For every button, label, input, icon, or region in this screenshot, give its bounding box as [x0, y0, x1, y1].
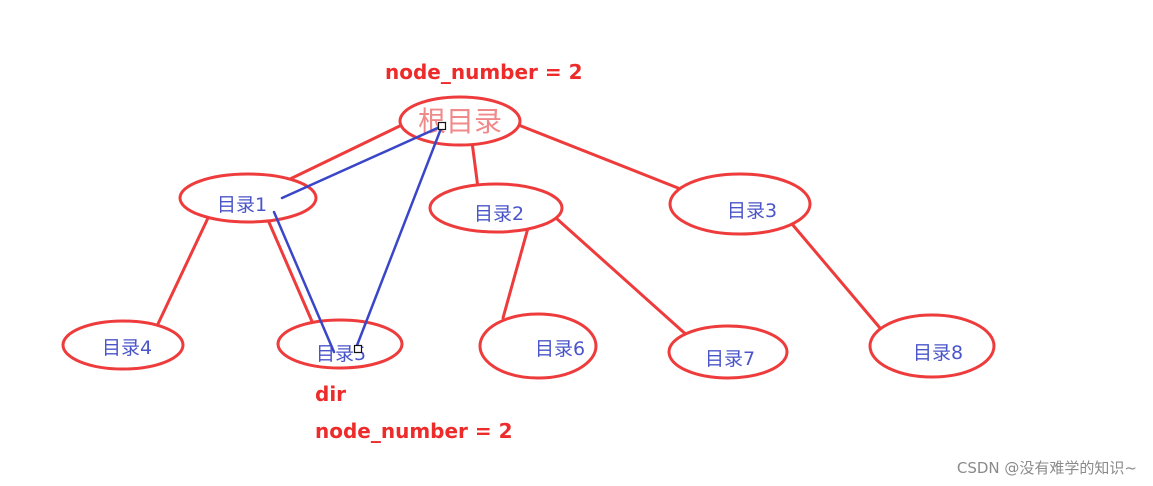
trace-dir1-to-root: [280, 124, 444, 200]
node-dir7-ellipse: [667, 324, 789, 380]
edge-root-dir1: [286, 120, 410, 182]
edge-dir3-dir8: [790, 222, 882, 330]
node-dir3-label: 目录3: [727, 200, 777, 222]
edge-dir2-dir6: [501, 226, 530, 320]
node-dir5: 目录5: [276, 318, 404, 370]
node-root-label: 根目录: [418, 105, 502, 138]
node-dir3: 目录3: [668, 172, 812, 236]
node-dir1-ellipse: [178, 172, 318, 224]
node-dir4: 目录4: [61, 319, 185, 371]
trace-dir1-to-dir5: [272, 210, 336, 354]
node-dir2-ellipse: [428, 182, 564, 234]
edge-root-dir2: [470, 140, 480, 190]
node-dir2: 目录2: [428, 182, 564, 234]
node-dir2-label: 目录2: [474, 203, 524, 225]
dir5-node-number-annotation: node_number = 2: [315, 419, 513, 443]
node-dir6-ellipse: [478, 312, 598, 380]
node-dir8: 目录8: [868, 313, 996, 379]
edge-dir1-dir4: [155, 216, 210, 328]
node-dir3-ellipse: [668, 172, 812, 236]
node-dir5-ellipse: [276, 318, 404, 370]
node-root: 根目录: [398, 95, 522, 147]
node-dir6-label: 目录6: [535, 338, 585, 360]
node-dir1: 目录1: [178, 172, 318, 224]
edge-dir1-dir5: [266, 218, 316, 328]
trace-handle-dir5: [353, 344, 363, 354]
root-node-number-annotation: node_number = 2: [385, 60, 583, 84]
node-dir4-label: 目录4: [102, 337, 152, 359]
node-dir5-label: 目录5: [316, 343, 366, 365]
node-dir7-label: 目录7: [705, 348, 755, 370]
node-dir1-label: 目录1: [217, 194, 267, 216]
traversal-trace: [272, 121, 447, 354]
csdn-watermark: CSDN @没有难学的知识~: [957, 459, 1137, 477]
node-dir8-label: 目录8: [913, 342, 963, 364]
node-dir6: 目录6: [478, 312, 598, 380]
node-dir8-ellipse: [868, 313, 996, 379]
dir5-name-annotation: dir: [315, 382, 346, 406]
tree-edges: [155, 120, 882, 340]
node-root-ellipse: [398, 95, 522, 147]
trace-dir5-to-root: [354, 124, 444, 350]
edge-dir2-dir7: [554, 216, 692, 340]
trace-handle-root: [437, 121, 447, 131]
node-dir7: 目录7: [667, 324, 789, 380]
node-dir4-ellipse: [61, 319, 185, 371]
edge-root-dir3: [514, 122, 680, 190]
